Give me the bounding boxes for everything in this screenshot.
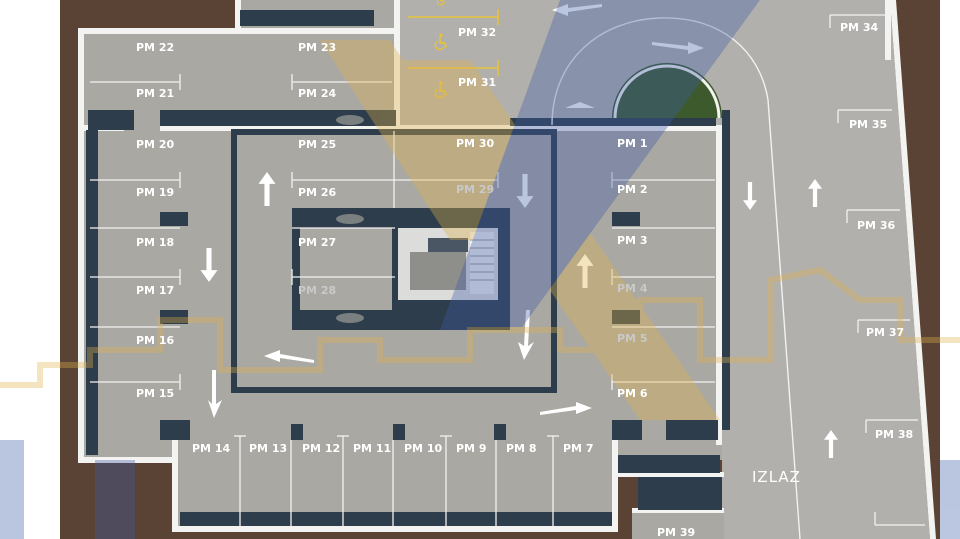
direction-arrow-icon [652, 42, 704, 54]
spot-label-pm10: PM 10 [404, 442, 442, 455]
drain-bottom [336, 313, 364, 323]
spot-label-pm14: PM 14 [192, 442, 230, 455]
spot-label-pm2: PM 2 [617, 183, 648, 196]
spot-label-pm4: PM 4 [617, 282, 648, 295]
spot-label-pm18: PM 18 [136, 236, 174, 249]
spot-label-pm37: PM 37 [866, 326, 904, 339]
spot-label-pm30: PM 30 [456, 137, 494, 150]
spot-label-pm9: PM 9 [456, 442, 487, 455]
spot-label-pm5: PM 5 [617, 332, 648, 345]
spot-label-pm36: PM 36 [857, 219, 895, 232]
spot-label-pm6: PM 6 [617, 387, 648, 400]
spot-label-pm20: PM 20 [136, 138, 174, 151]
exit-label: IZLAZ [752, 468, 801, 486]
spot-label-pm35: PM 35 [849, 118, 887, 131]
spot-label-pm7: PM 7 [563, 442, 594, 455]
spot-label-pm3: PM 3 [617, 234, 648, 247]
stairs [410, 232, 494, 294]
spot-label-pm38: PM 38 [875, 428, 913, 441]
outer-walls [78, 0, 936, 539]
spot-label-pm1: PM 1 [617, 137, 648, 150]
spot-label-pm16: PM 16 [136, 334, 174, 347]
spot-label-pm13: PM 13 [249, 442, 287, 455]
spot-labels: PM 22 PM 23 PM 32 PM 31 PM 21 PM 24 PM 2… [136, 21, 913, 539]
core-inner [300, 228, 392, 310]
spot-label-pm21: PM 21 [136, 87, 174, 100]
structural-columns [86, 10, 730, 526]
spot-label-pm27: PM 27 [298, 236, 336, 249]
spot-label-pm8: PM 8 [506, 442, 537, 455]
direction-arrow-icon [518, 310, 534, 360]
spot-label-pm25: PM 25 [298, 138, 336, 151]
direction-arrow-icon [264, 350, 314, 363]
parking-lines [90, 14, 925, 526]
spot-label-pm22: PM 22 [136, 41, 174, 54]
spot-label-pm12: PM 12 [302, 442, 340, 455]
drain-upper [336, 115, 364, 125]
direction-arrow-icon [208, 370, 222, 418]
spot-label-pm11: PM 11 [353, 442, 391, 455]
spot-label-pm29: PM 29 [456, 183, 494, 196]
spot-label-pm39: PM 39 [657, 526, 695, 539]
direction-arrows [200, 4, 838, 458]
ramp-lane [722, 0, 930, 539]
spot-label-pm31: PM 31 [458, 76, 496, 89]
direction-arrow-icon [552, 4, 602, 16]
spot-label-pm26: PM 26 [298, 186, 336, 199]
green-planter [612, 63, 722, 118]
drain-top [336, 214, 364, 224]
spot-label-pm23: PM 23 [298, 41, 336, 54]
spot-label-pm19: PM 19 [136, 186, 174, 199]
pm39-bay [632, 510, 724, 539]
accessible-spot-lines [408, 9, 499, 76]
lane-curve-line [551, 17, 801, 539]
spot-label-pm34: PM 34 [840, 21, 878, 34]
direction-arrow-icon [540, 402, 592, 415]
spot-label-pm28: PM 28 [298, 284, 336, 297]
spot-label-pm24: PM 24 [298, 87, 336, 100]
direction-arrow-icon [565, 102, 595, 108]
spot-label-pm32: PM 32 [458, 26, 496, 39]
spot-label-pm17: PM 17 [136, 284, 174, 297]
spot-label-pm15: PM 15 [136, 387, 174, 400]
